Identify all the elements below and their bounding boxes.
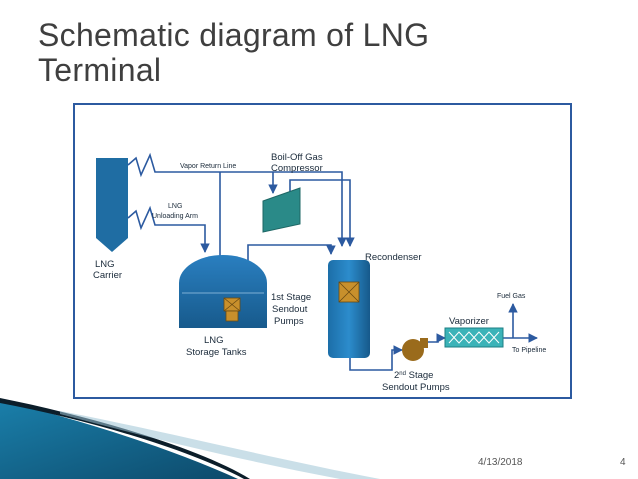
second-stage-word: Stage <box>406 370 433 381</box>
unloading-arm-line <box>127 205 210 253</box>
title-line-2: Terminal <box>38 52 162 88</box>
boil-off-gas-compressor <box>262 187 301 233</box>
boil-off-gas-label: Boil-Off Gas <box>271 152 323 163</box>
second-stage-sendout-pump <box>402 338 428 361</box>
compressor-discharge-line <box>289 179 355 247</box>
diagram-frame <box>73 103 572 399</box>
vapor-return-line <box>127 152 347 247</box>
recondenser-vessel <box>328 260 370 358</box>
recondenser-label: Recondenser <box>365 252 422 263</box>
slide-page-number: 4 <box>620 457 626 468</box>
decorative-swoosh <box>0 398 380 479</box>
first-stage-pump-symbol <box>223 297 241 322</box>
slide-date: 4/13/2018 <box>478 457 523 468</box>
second-stage-label-line2: Sendout Pumps <box>382 382 450 393</box>
vapor-return-line-label: Vapor Return Line <box>180 163 236 170</box>
vaporizer-label: Vaporizer <box>449 316 489 327</box>
lng-storage-tank <box>179 255 267 328</box>
recondenser-body <box>328 260 370 358</box>
storage-tanks-label-line1: LNG <box>204 335 224 346</box>
lng-carrier-label-line2: Carrier <box>93 270 122 281</box>
vaporizer <box>444 327 504 348</box>
lng-carrier-label-line1: LNG <box>95 259 115 270</box>
second-stage-label-line1: 2nd Stage <box>394 370 433 381</box>
lng-unloading-label-line1: LNG <box>168 203 182 210</box>
lng-carrier-ship-shape <box>96 158 128 252</box>
first-stage-label-line2: Sendout <box>272 304 308 315</box>
flow-lines <box>127 152 538 371</box>
lng-carrier <box>96 158 128 252</box>
first-stage-discharge-line <box>247 244 336 262</box>
lng-unloading-label-line2: Unloading Arm <box>152 213 198 220</box>
storage-tank-body <box>179 255 267 328</box>
compressor-label: Compressor <box>271 163 323 174</box>
recondenser-outlet-line <box>349 345 403 371</box>
slide-title: Schematic diagram of LNG Terminal <box>38 18 429 88</box>
title-line-1: Schematic diagram of LNG <box>38 17 430 53</box>
fuel-gas-label: Fuel Gas <box>497 293 526 300</box>
second-stage-superscript: nd <box>399 371 406 377</box>
to-pipeline-label: To Pipeline <box>512 347 546 354</box>
second-stage-number: 2 <box>394 370 399 381</box>
second-stage-to-vaporizer-line <box>426 333 446 343</box>
storage-tanks-label-line2: Storage Tanks <box>186 347 247 358</box>
first-stage-label-line1: 1st Stage <box>271 292 311 303</box>
first-stage-label-line3: Pumps <box>274 316 304 327</box>
diagram-labels: Vapor Return Line Boil-Off Gas Compresso… <box>93 152 546 393</box>
